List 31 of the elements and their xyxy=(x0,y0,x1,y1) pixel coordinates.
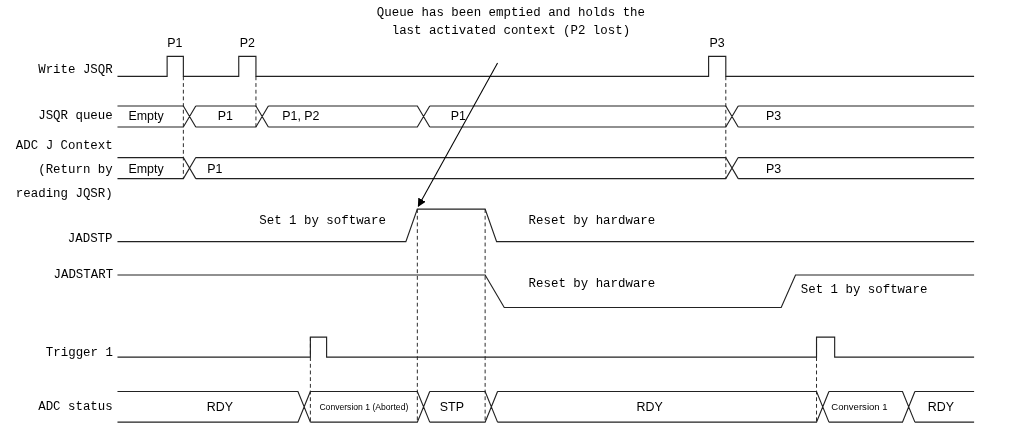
digital-waveform xyxy=(116,208,975,243)
edge-note: Reset by hardware xyxy=(528,213,656,230)
bus-value: P3 xyxy=(765,161,782,177)
edge-note: Set 1 by software xyxy=(800,282,928,298)
signal-name: ADC status xyxy=(38,399,113,415)
bus-value: P1, P2 xyxy=(282,108,320,125)
signal-name: JSQR queue xyxy=(38,108,113,125)
pulse-label: P3 xyxy=(709,35,725,51)
pulse-label: P2 xyxy=(239,35,255,51)
bus-value: P1 xyxy=(217,108,233,125)
bus-value: RDY xyxy=(927,399,954,415)
bus-value: P1 xyxy=(207,161,223,177)
bus-value: P3 xyxy=(765,108,782,125)
signal-name: ADC J Context (Return by reading JQSR) xyxy=(14,137,113,203)
bus-value: Empty xyxy=(128,161,164,177)
signal-name: Write JSQR xyxy=(38,62,113,78)
leader-arrow xyxy=(417,62,499,207)
bus-value: Conversion 1 xyxy=(831,400,888,414)
bus-value: RDY xyxy=(206,399,233,415)
bus-value: Empty xyxy=(128,108,164,125)
bus-value: Conversion 1 (Aborted) xyxy=(318,402,410,412)
annotation-text: Queue has been emptied and holds the last activated context (P2 lost) xyxy=(372,3,650,41)
signal-name: Trigger 1 xyxy=(45,345,113,361)
edge-note: Set 1 by software xyxy=(259,213,386,230)
pulse-label: P1 xyxy=(167,35,183,51)
signal-name: JADSTP xyxy=(67,231,113,247)
bus-value: STP xyxy=(439,399,464,415)
bus-value: P1 xyxy=(450,108,466,125)
edge-note: Reset by hardware xyxy=(528,276,656,293)
signal-name: JADSTART xyxy=(53,267,114,283)
bus-value: RDY xyxy=(636,399,663,415)
